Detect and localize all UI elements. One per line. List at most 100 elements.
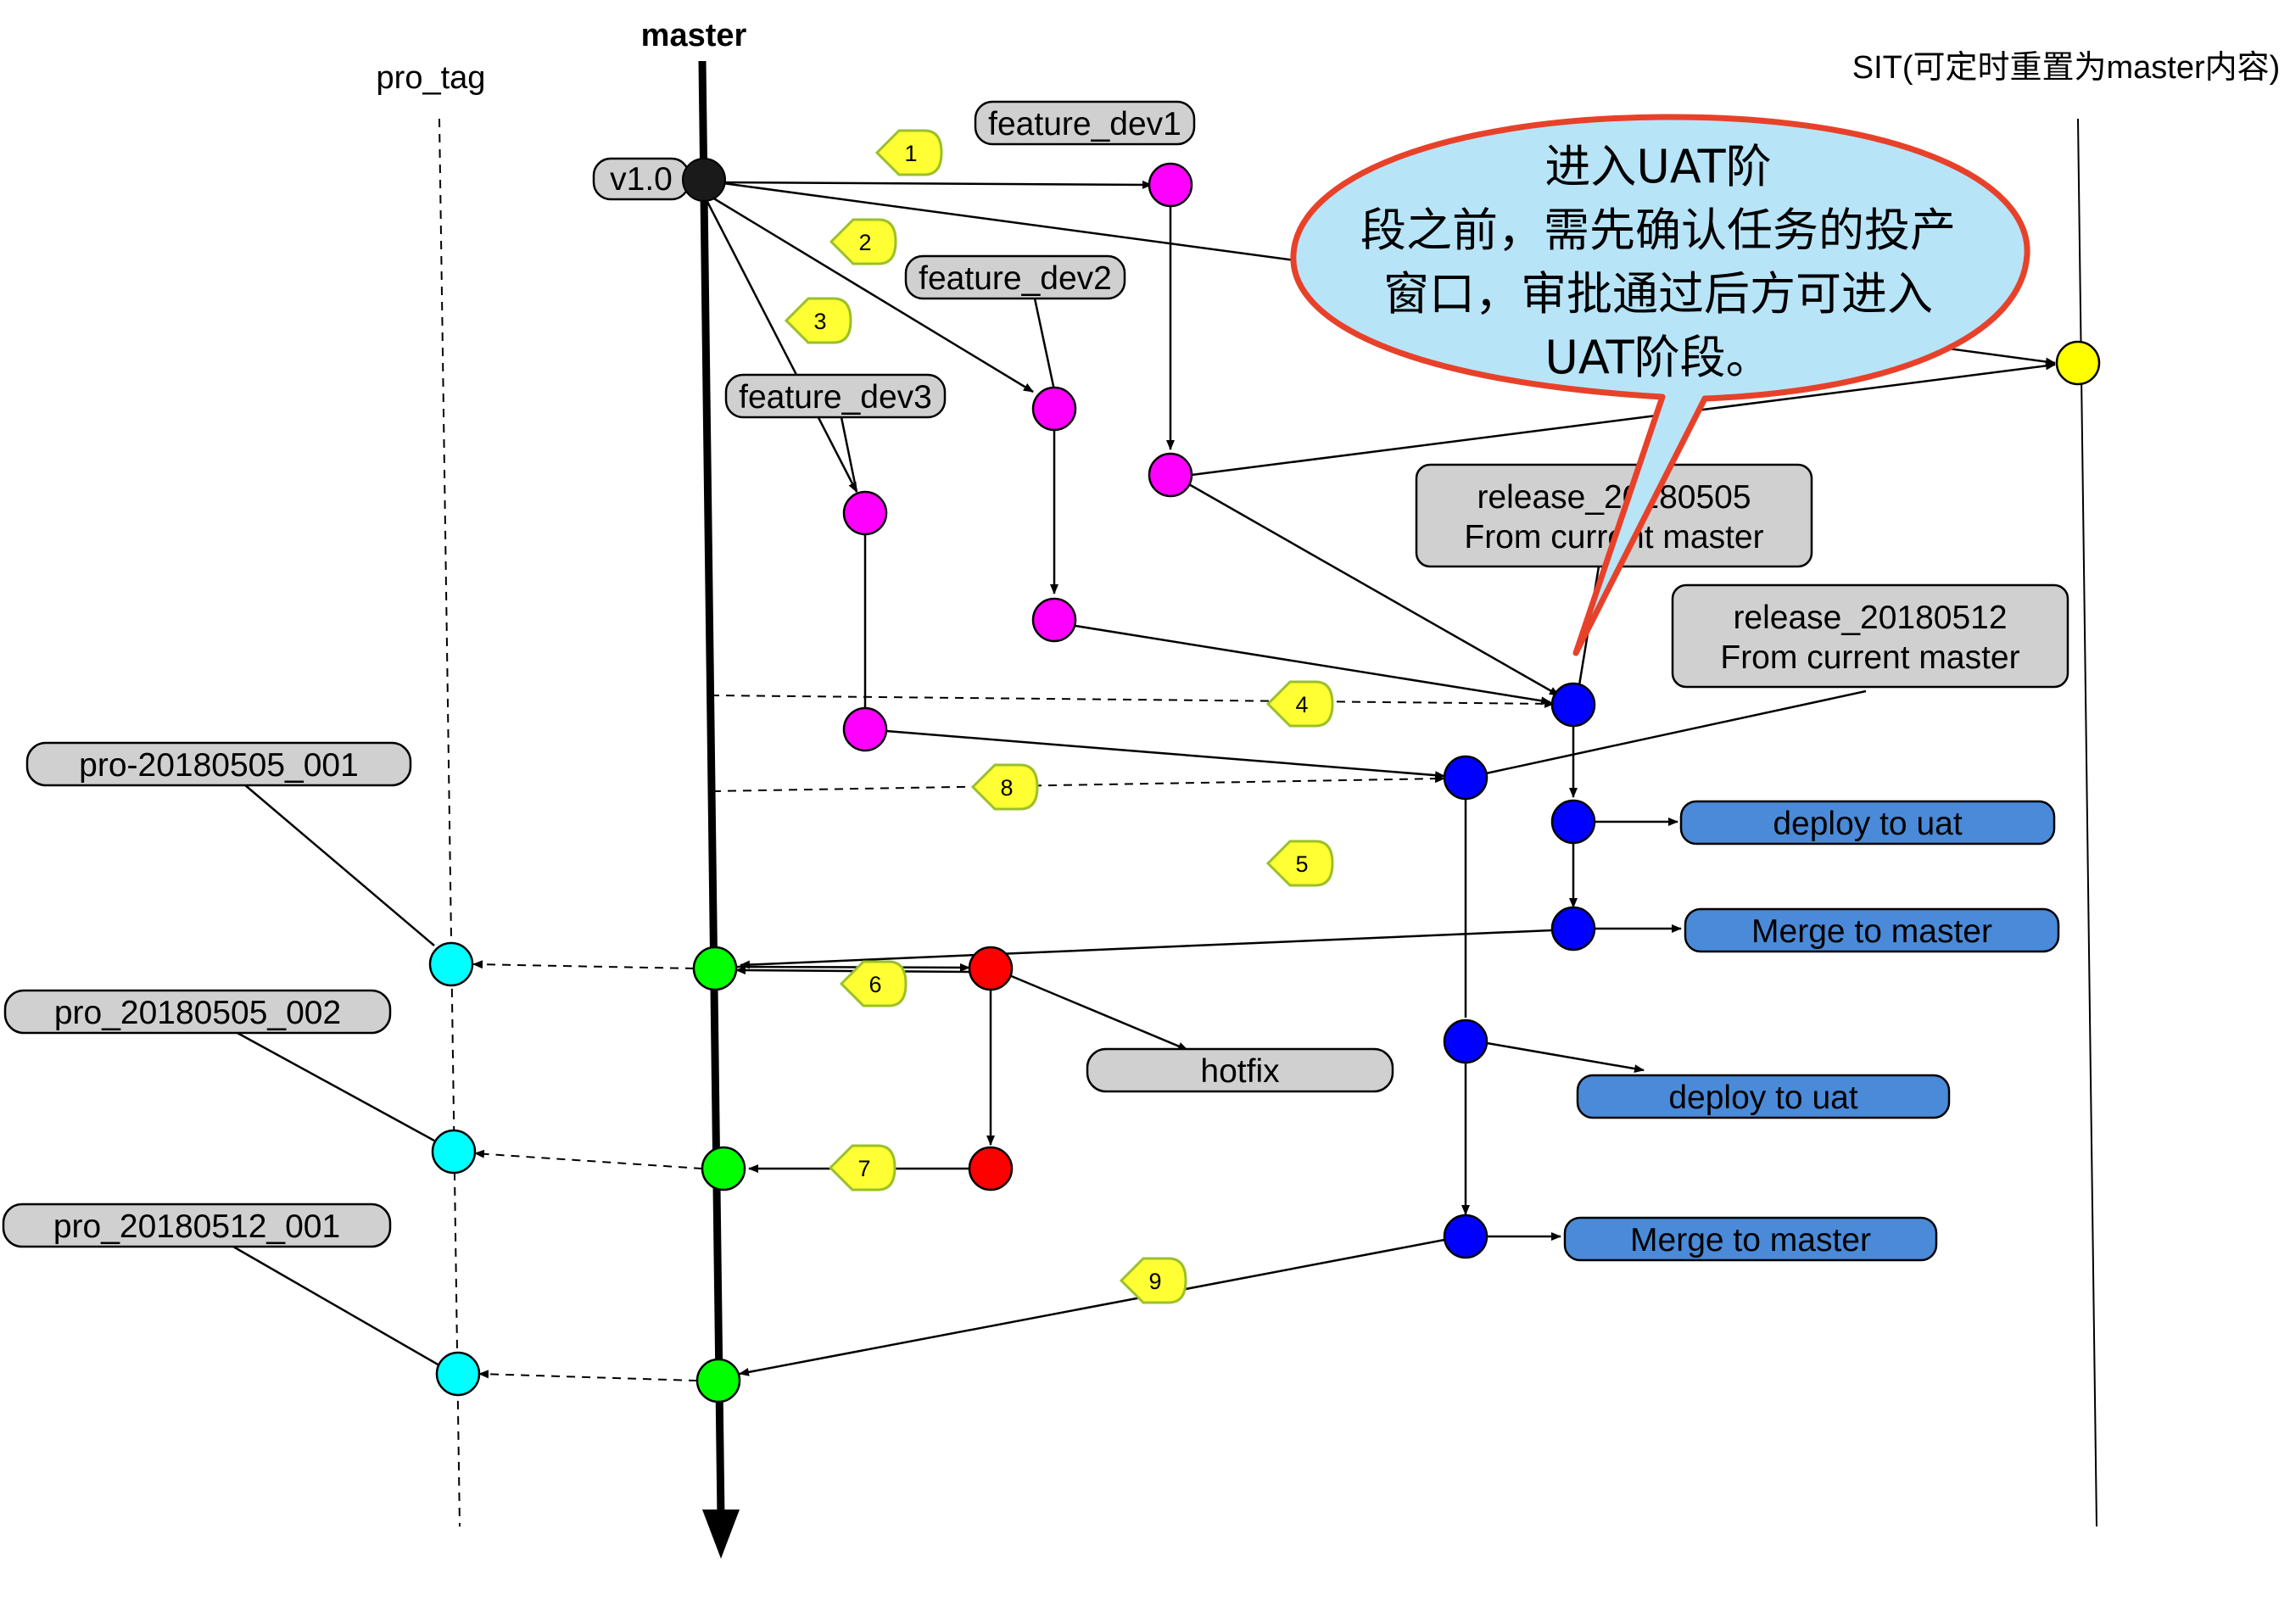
leader-tag2	[235, 1030, 435, 1142]
merge-to-master-box-1: Merge to master	[1684, 907, 2060, 953]
svg-text:UAT阶段。: UAT阶段。	[1544, 331, 1771, 384]
master-arrow-head	[702, 1510, 740, 1559]
edge-rel1c-master	[740, 929, 1553, 969]
feature-dev3-node-b	[842, 706, 888, 752]
feature-dev2-node-b	[1031, 597, 1077, 643]
svg-text:8: 8	[1000, 775, 1013, 801]
feature-dev1-label: feature_dev1	[974, 100, 1196, 146]
deploy-to-uat-box-2: deploy to uat	[1576, 1074, 1951, 1119]
svg-text:进入UAT阶: 进入UAT阶	[1544, 140, 1771, 193]
svg-text:release_20180505: release_20180505	[1477, 479, 1751, 516]
svg-text:hotfix: hotfix	[1200, 1053, 1280, 1090]
edge-master-rel2-dashed	[712, 774, 1445, 792]
edge-fd2b-rel1	[1075, 624, 1551, 706]
step-marker-9: 9	[1119, 1257, 1187, 1304]
tag-node-3	[435, 1351, 481, 1397]
edge-v1-fd2	[707, 193, 1034, 393]
edge-fd1b-sit	[1191, 361, 2056, 477]
edge-v1-fd3	[702, 194, 858, 493]
svg-text:Merge to master: Merge to master	[1630, 1222, 1871, 1258]
pro-tag-lane-title: pro_tag	[377, 60, 486, 96]
hotfix-node-a	[968, 946, 1014, 991]
release-20180505-node-c	[1550, 906, 1596, 952]
merge-to-master-box-2: Merge to master	[1563, 1216, 1938, 1262]
svg-text:deploy to uat: deploy to uat	[1773, 806, 1963, 842]
svg-text:5: 5	[1295, 851, 1308, 877]
release-20180505-node-b	[1550, 799, 1596, 845]
release-20180512-label: release_20180512 From current master	[1671, 583, 2069, 689]
step-marker-4: 4	[1265, 680, 1334, 728]
v1-node	[682, 158, 726, 202]
master-merge-node-1	[692, 946, 738, 991]
master-line	[698, 60, 725, 1519]
svg-text:pro-20180505_001: pro-20180505_001	[79, 747, 359, 784]
edge-master-tag1	[472, 960, 695, 969]
leader-rel2	[1485, 689, 1867, 775]
tag-pro-20180505-002-label: pro_20180505_002	[3, 989, 392, 1035]
svg-text:pro_20180505_002: pro_20180505_002	[54, 995, 341, 1031]
hotfix-label: hotfix	[1086, 1047, 1394, 1093]
feature-dev3-node-a	[842, 490, 888, 536]
svg-text:7: 7	[857, 1156, 870, 1181]
tag-node-2	[431, 1129, 477, 1175]
edge-fd3b-rel2	[885, 729, 1445, 780]
release-20180512-node-b	[1443, 1018, 1488, 1064]
tag-node-1	[428, 941, 474, 987]
master-merge-node-3	[695, 1358, 741, 1404]
svg-text:2: 2	[858, 230, 871, 255]
step-marker-5: 5	[1265, 840, 1334, 887]
tag-pro-20180512-001-label: pro_20180512_001	[2, 1203, 392, 1248]
feature-dev1-node-b	[1148, 452, 1193, 498]
svg-text:feature_dev1: feature_dev1	[988, 106, 1181, 142]
step-marker-8: 8	[970, 763, 1039, 811]
release-20180512-node-a	[1443, 755, 1488, 801]
feature-dev1-node-a	[1148, 162, 1193, 208]
svg-text:feature_dev3: feature_dev3	[739, 379, 932, 416]
release-20180512-node-c	[1443, 1214, 1488, 1259]
leader-tag1	[243, 784, 435, 946]
sit-lane-line	[2077, 118, 2097, 1527]
edge-master-hotfix	[735, 963, 970, 972]
svg-text:v1.0: v1.0	[610, 161, 673, 198]
pro-tag-lane-line	[438, 118, 461, 1527]
edge-rel2b-deploy	[1486, 1041, 1645, 1074]
svg-text:From current master: From current master	[1720, 639, 2019, 676]
step-marker-1: 1	[874, 129, 943, 176]
svg-text:3: 3	[813, 309, 826, 334]
edge-master-rel1-dashed	[710, 695, 1555, 708]
edge-master-tag3	[478, 1370, 698, 1381]
feature-dev3-label: feature_dev3	[724, 373, 947, 419]
tag-pro-20180505-001-label: pro-20180505_001	[25, 741, 412, 787]
step-marker-6: 6	[839, 960, 908, 1007]
svg-text:release_20180512: release_20180512	[1733, 600, 2007, 636]
edge-rel2c-master	[739, 1238, 1445, 1376]
leader-tag3	[232, 1245, 440, 1367]
edge-v1-fd1	[716, 180, 1153, 189]
feature-dev2-label: feature_dev2	[904, 254, 1126, 300]
svg-text:feature_dev2: feature_dev2	[919, 260, 1112, 297]
svg-text:段之前，需先确认任务的投产: 段之前，需先确认任务的投产	[1360, 204, 1956, 257]
leader-fd3	[840, 416, 858, 493]
step-marker-7: 7	[828, 1144, 896, 1191]
step-marker-3: 3	[784, 297, 852, 344]
svg-text:pro_20180512_001: pro_20180512_001	[53, 1208, 340, 1245]
svg-text:4: 4	[1295, 692, 1308, 717]
edge-fd1b-rel1	[1187, 482, 1560, 697]
deploy-to-uat-box-1: deploy to uat	[1679, 800, 2056, 845]
svg-text:1: 1	[904, 141, 917, 166]
feature-dev2-node-a	[1031, 386, 1077, 432]
v1-label: v1.0	[592, 157, 690, 201]
svg-text:9: 9	[1148, 1269, 1161, 1294]
edge-hotfix-label	[1008, 974, 1188, 1052]
sit-node	[2055, 340, 2101, 386]
svg-text:deploy to uat: deploy to uat	[1668, 1080, 1858, 1116]
hotfix-node-b	[968, 1146, 1014, 1191]
master-merge-node-2	[701, 1146, 746, 1191]
release-20180505-node-a	[1550, 682, 1596, 728]
step-marker-2: 2	[829, 218, 897, 265]
edge-master-tag2	[474, 1149, 703, 1169]
master-lane-title: master	[641, 18, 747, 53]
uat-approval-callout: 进入UAT阶 段之前，需先确认任务的投产 窗口，审批通过后方可进入 UAT阶段。	[1290, 114, 2030, 656]
leader-fd2	[1033, 298, 1056, 391]
